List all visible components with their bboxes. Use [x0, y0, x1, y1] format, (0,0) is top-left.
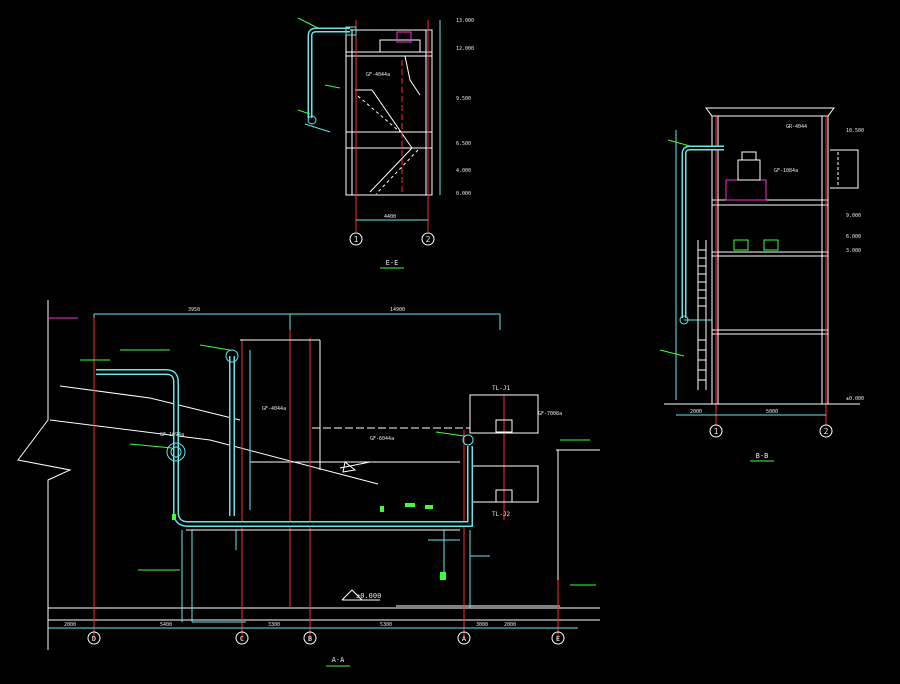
ee-elev-2: 9.500: [456, 96, 471, 102]
ee-title: E-E: [386, 259, 399, 267]
section-ee: 13.000 12.000 9.500 6.500 4.000 0.000 GF…: [297, 17, 474, 269]
aa-dim-b-0: 2000: [64, 622, 76, 628]
ee-axis-1: 1: [354, 235, 359, 244]
bb-axis-1: 1: [714, 427, 719, 436]
ee-dim-width: 4400: [384, 214, 396, 220]
ee-axis-2: 2: [426, 235, 431, 244]
bb-dim-1: 5000: [766, 409, 778, 415]
ee-equipment-label: GF-4044a: [366, 72, 390, 78]
aa-axis-0: D: [92, 635, 96, 643]
bb-dim-0: 2000: [690, 409, 702, 415]
bb-elev-4: ±0.000: [846, 396, 864, 402]
bb-elev-3: 3.000: [846, 248, 861, 254]
aa-axis-bubbles: D C B A E: [87, 631, 565, 645]
aa-axis-1: C: [240, 635, 244, 643]
aa-axis-4: E: [556, 635, 560, 643]
aa-tag-tl-j1: TL-J1: [492, 385, 510, 392]
ee-elev-3: 6.500: [456, 141, 471, 147]
aa-dim-b-4: 3000: [476, 622, 488, 628]
ee-elevations: 13.000 12.000 9.500 6.500 4.000 0.000: [456, 18, 474, 197]
aa-elevation-zero: ±0.000: [356, 592, 381, 600]
aa-equipment-2: GF-6044a: [370, 436, 394, 442]
bb-title: B-B: [756, 452, 769, 460]
aa-dim-top-0: 3950: [188, 307, 200, 313]
aa-dim-b-3: 5300: [380, 622, 392, 628]
section-aa: 3950 14900: [17, 300, 600, 667]
aa-tag-tl-j2: TL-J2: [492, 511, 510, 518]
bb-elev-2: 6.000: [846, 234, 861, 240]
aa-equipment-3: GF-7008a: [538, 411, 562, 417]
bb-elev-0: 10.500: [846, 128, 864, 134]
aa-equipment-0: GF-1094a: [160, 432, 184, 438]
aa-axis-2: B: [308, 635, 312, 643]
aa-dim-top-1: 14900: [390, 307, 405, 313]
section-bb: 10.500 9.000 6.000 3.000 ±0.000 GF-1084a…: [659, 107, 864, 462]
aa-title: A-A: [332, 656, 345, 664]
aa-equipment-1: GF-4044a: [262, 406, 286, 412]
aa-dim-b-2: 3300: [268, 622, 280, 628]
aa-dim-b-5: 2000: [504, 622, 516, 628]
bb-elev-1: 9.000: [846, 213, 861, 219]
ee-elev-4: 4.000: [456, 168, 471, 174]
bb-axis-2: 2: [824, 427, 829, 436]
bb-equipment-b-label: GR-4044: [786, 124, 807, 130]
ee-elev-0: 13.000: [456, 18, 474, 24]
ee-elev-1: 12.000: [456, 46, 474, 52]
aa-axis-3: A: [462, 635, 467, 643]
bb-equipment-label: GF-1084a: [774, 168, 798, 174]
aa-dims-bottom: 2000 5400 3300 5300 3000 2000: [64, 622, 516, 628]
aa-dim-b-1: 5400: [160, 622, 172, 628]
ee-elev-5: 0.000: [456, 191, 471, 197]
